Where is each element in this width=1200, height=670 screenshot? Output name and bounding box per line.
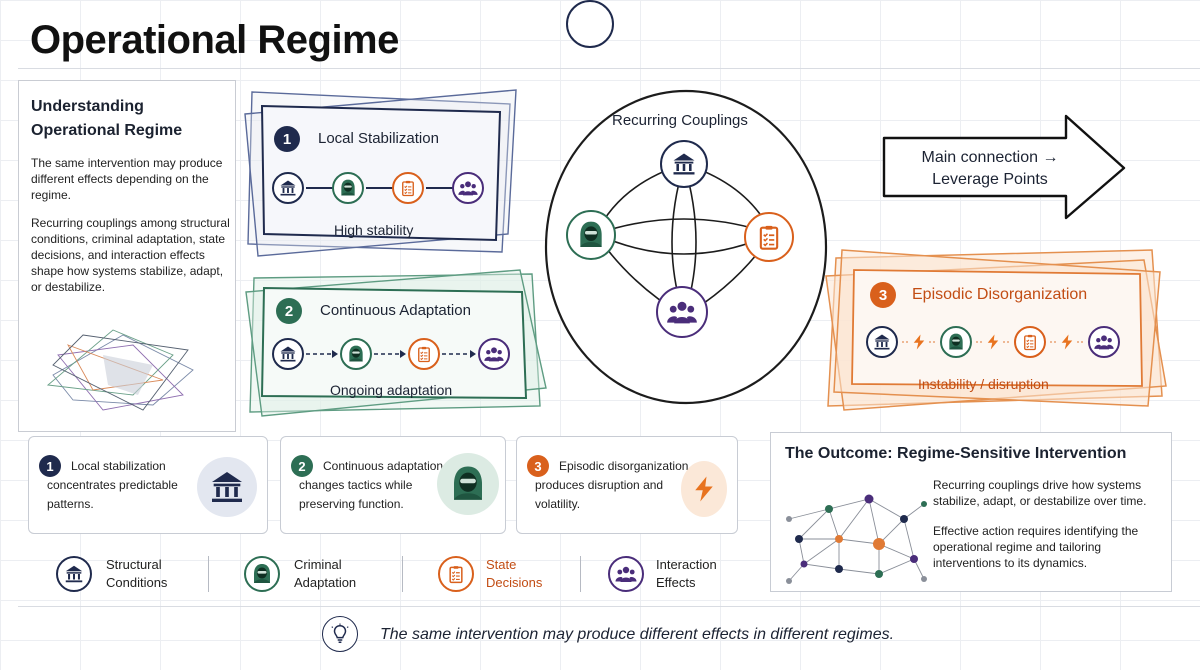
summary-card-2: 2 Continuous adaptation changes tactics …	[280, 436, 506, 534]
hooded-figure-icon	[244, 556, 280, 592]
regime-2-chain	[306, 350, 476, 358]
summary-card-1-text: Local stabilization concentrates predict…	[47, 459, 178, 511]
clipboard-icon	[1014, 326, 1046, 358]
network-graph-illustration	[786, 494, 927, 584]
regime-2-number: 2	[276, 298, 302, 324]
clipboard-icon	[392, 172, 424, 204]
group-icon	[1088, 326, 1120, 358]
summary-card-3: 3 Episodic disorganization produces disr…	[516, 436, 738, 534]
network-sketch-illustration	[46, 329, 194, 411]
arrow-shape	[882, 114, 1126, 220]
outcome-paragraph-1: Recurring couplings drive how systems st…	[933, 478, 1147, 508]
hooded-figure-icon	[340, 338, 372, 370]
hooded-figure-icon	[437, 453, 499, 515]
regime-1-title: Local Stabilization	[318, 130, 439, 147]
clipboard-icon	[438, 556, 474, 592]
lightning-icon	[681, 461, 727, 517]
clipboard-icon	[744, 212, 794, 262]
outcome-panel: The Outcome: Regime-Sensitive Interventi…	[770, 432, 1172, 592]
summary-card-1: 1 Local stabilization concentrates predi…	[28, 436, 268, 534]
bank-icon	[56, 556, 92, 592]
lightbulb-icon	[322, 616, 358, 652]
summary-card-3-number: 3	[527, 455, 549, 477]
outcome-paragraph-2: Effective action requires identifying th…	[933, 524, 1139, 570]
summary-card-1-number: 1	[39, 455, 61, 477]
info-paragraph-1: The same intervention may produce differ…	[31, 156, 223, 202]
group-icon	[478, 338, 510, 370]
regime-3-title: Episodic Disorganization	[912, 286, 1088, 303]
regime-1-frame	[244, 89, 517, 257]
regime-3-caption: Instability / disruption	[918, 376, 1049, 392]
hooded-figure-icon	[332, 172, 364, 204]
couplings-title: Recurring Couplings	[612, 112, 748, 129]
group-icon	[452, 172, 484, 204]
bank-icon	[660, 140, 708, 188]
regime-1-chain	[306, 187, 454, 189]
regime-1-caption: High stability	[334, 222, 414, 238]
regime-1-number: 1	[274, 126, 300, 152]
group-icon	[656, 286, 708, 338]
info-heading: Understanding Operational Regime	[31, 98, 183, 139]
legend-divider	[402, 556, 403, 592]
bank-icon	[272, 338, 304, 370]
legend-divider	[580, 556, 581, 592]
footer-text: The same intervention may produce differ…	[380, 626, 895, 643]
legend-divider	[208, 556, 209, 592]
hooded-figure-icon	[566, 210, 616, 260]
lightning-icon	[1050, 334, 1084, 350]
bank-icon	[272, 172, 304, 204]
footer-divider	[18, 606, 1200, 607]
regime-3-number: 3	[870, 282, 896, 308]
info-panel: Understanding Operational Regime The sam…	[18, 80, 236, 432]
lightning-icon	[902, 334, 936, 350]
bank-icon	[197, 457, 257, 517]
summary-card-2-text: Continuous adaptation changes tactics wh…	[299, 459, 444, 511]
outcome-title: The Outcome: Regime-Sensitive Interventi…	[785, 445, 1127, 462]
summary-card-2-number: 2	[291, 455, 313, 477]
group-icon	[608, 556, 644, 592]
regime-2-frame	[245, 269, 547, 417]
title-divider	[18, 68, 1200, 69]
info-paragraph-2: Recurring couplings among structural con…	[31, 216, 230, 294]
summary-card-3-text: Episodic disorganization produces disrup…	[535, 459, 689, 511]
lightning-icon	[976, 334, 1010, 350]
bank-icon	[866, 326, 898, 358]
regime-2-title: Continuous Adaptation	[320, 302, 471, 319]
clipboard-icon	[408, 338, 440, 370]
regime-2-caption: Ongoing adaptation	[330, 382, 453, 398]
spacer-unused	[566, 0, 614, 48]
page-title: Operational Regime	[30, 18, 399, 62]
arrow-label: Main connection → Leverage Points	[921, 149, 1059, 188]
hooded-figure-icon	[940, 326, 972, 358]
regime-3-frame	[825, 249, 1167, 411]
